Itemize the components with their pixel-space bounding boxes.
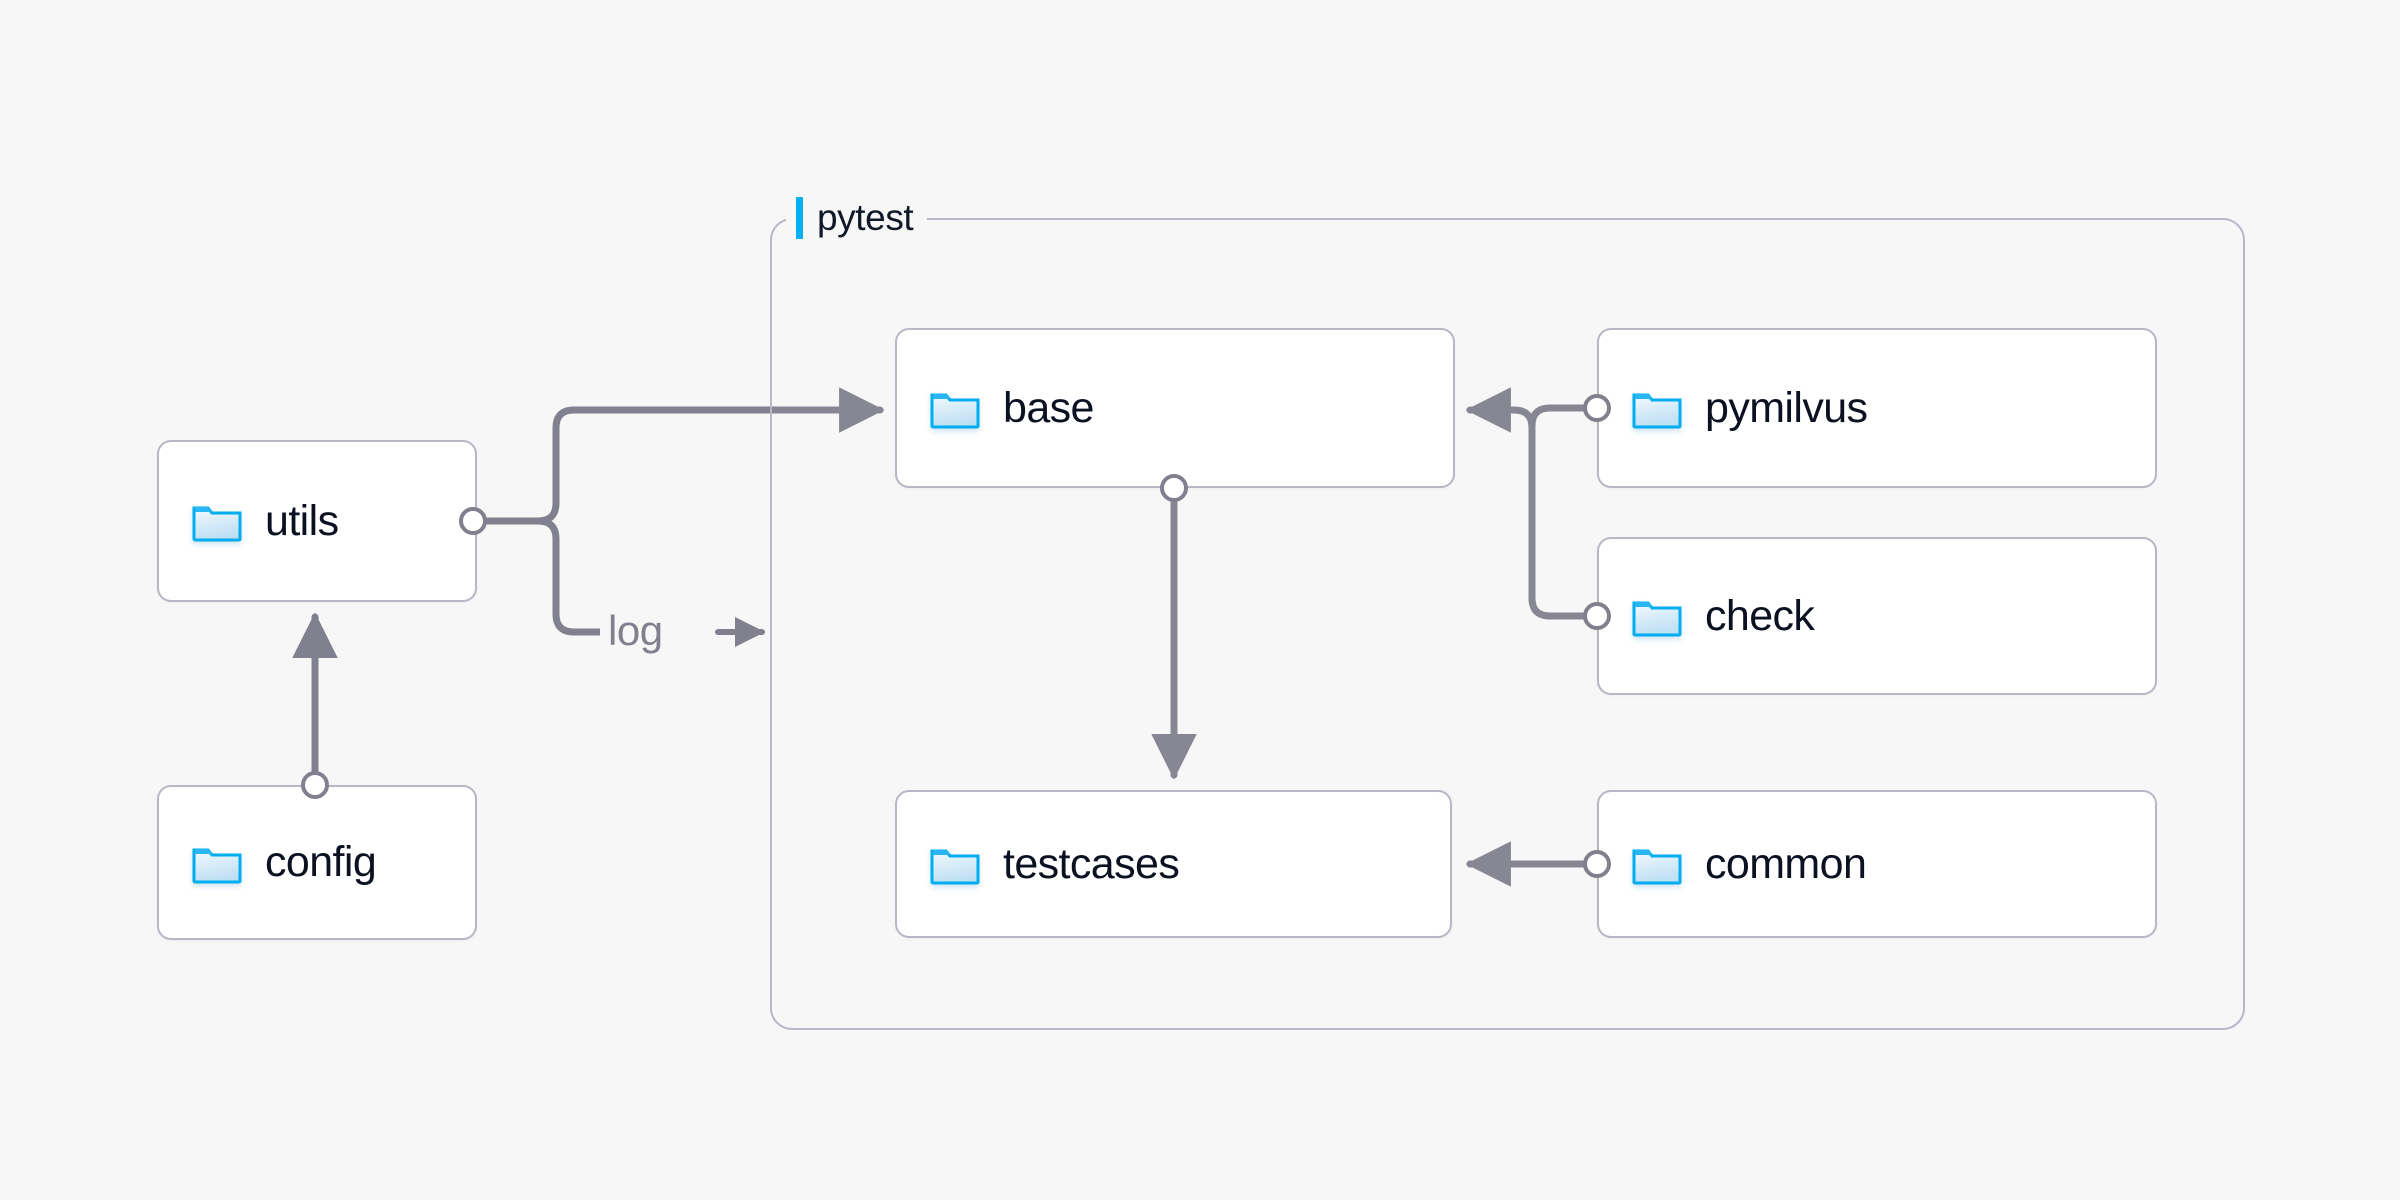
node-utils[interactable]: utils (157, 440, 477, 602)
port-base-out[interactable] (1160, 474, 1188, 502)
port-common-out[interactable] (1583, 850, 1611, 878)
edge-utils-to-log (534, 517, 604, 636)
folder-icon (1632, 849, 1682, 885)
port-config-out[interactable] (301, 771, 329, 799)
node-config-label: config (265, 838, 377, 886)
folder-icon (192, 506, 242, 542)
folder-icon (192, 848, 242, 883)
node-common-label: common (1705, 839, 1867, 888)
folder-icon (1632, 393, 1682, 429)
folder-icon (1632, 601, 1682, 637)
edge-label-log: log (600, 610, 671, 652)
port-pymilvus-out[interactable] (1583, 394, 1611, 422)
node-base[interactable]: base (895, 328, 1455, 488)
port-check-out[interactable] (1583, 602, 1611, 630)
node-testcases[interactable]: testcases (895, 790, 1452, 938)
node-utils-label: utils (265, 496, 339, 545)
group-accent-bar (796, 197, 803, 239)
node-pymilvus-label: pymilvus (1705, 383, 1868, 432)
group-title: pytest (817, 197, 914, 238)
node-base-label: base (1003, 383, 1094, 432)
node-check-label: check (1705, 591, 1815, 640)
node-check[interactable]: check (1597, 537, 2157, 695)
folder-icon (930, 393, 980, 429)
folder-icon (930, 849, 980, 885)
node-testcases-label: testcases (1003, 839, 1180, 888)
node-config[interactable]: config (157, 785, 477, 940)
port-utils-out[interactable] (459, 507, 487, 535)
node-pymilvus[interactable]: pymilvus (1597, 328, 2157, 488)
group-pytest-label: pytest (786, 195, 928, 241)
node-common[interactable]: common (1597, 790, 2157, 938)
